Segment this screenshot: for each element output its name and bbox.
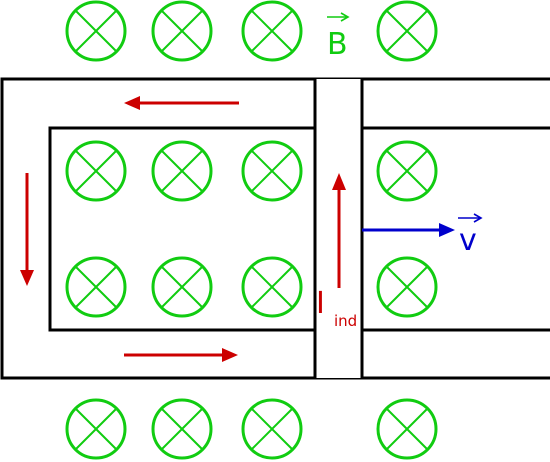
field-into-page-icon — [151, 140, 213, 202]
field-into-page-icon — [151, 256, 213, 318]
field-marker-circle — [151, 256, 213, 318]
field-into-page-icon — [241, 140, 303, 202]
field-marker-circle — [241, 256, 303, 318]
field-into-page-icon — [65, 140, 127, 202]
field-marker-circle — [65, 140, 127, 202]
field-into-page-icon — [376, 398, 438, 460]
field-into-page-icon — [151, 0, 213, 62]
field-marker-cross — [250, 265, 294, 309]
vector-arrow-icon — [458, 213, 483, 223]
field-marker-circle — [65, 0, 127, 62]
field-into-page-icon — [241, 256, 303, 318]
field-into-page-icon — [241, 0, 303, 62]
field-marker-circle — [376, 256, 438, 318]
field-marker-circle — [151, 398, 213, 460]
current-symbol: I — [316, 286, 325, 321]
field-marker-circle — [241, 398, 303, 460]
field-marker-cross — [250, 149, 294, 193]
arrow-icon — [20, 270, 34, 286]
field-marker-cross — [385, 407, 429, 451]
field-into-page-icon — [376, 140, 438, 202]
field-marker-circle — [151, 140, 213, 202]
field-marker-circle — [151, 0, 213, 62]
field-into-page-icon — [65, 256, 127, 318]
field-into-page-icon — [65, 0, 127, 62]
velocity-label: v — [458, 213, 483, 258]
field-symbol: B — [327, 27, 348, 62]
velocity-arrow — [362, 223, 455, 237]
field-marker-circle — [65, 256, 127, 318]
field-marker-cross — [250, 407, 294, 451]
field-marker-cross — [74, 407, 118, 451]
velocity-symbol: v — [459, 223, 477, 258]
field-marker-cross — [160, 265, 204, 309]
current-arrow-top — [124, 96, 239, 110]
outer-rail — [0, 77, 550, 380]
field-marker-circle — [241, 140, 303, 202]
current-arrow-bottom — [124, 348, 238, 362]
current-arrow-left — [20, 173, 34, 286]
field-marker-circle — [376, 140, 438, 202]
field-marker-cross — [385, 9, 429, 53]
field-marker-cross — [160, 149, 204, 193]
field-marker-cross — [160, 407, 204, 451]
current-subscript: ind — [334, 312, 357, 330]
field-into-page-icon — [151, 398, 213, 460]
induced-current-arrows — [20, 96, 346, 362]
arrow-icon — [332, 173, 346, 190]
arrow-icon — [222, 348, 238, 362]
field-into-page-icon — [376, 0, 438, 62]
field-label: B — [327, 12, 350, 62]
magnetic-field-markers — [65, 0, 438, 460]
field-marker-circle — [65, 398, 127, 460]
field-marker-cross — [250, 9, 294, 53]
field-marker-cross — [160, 9, 204, 53]
field-marker-cross — [74, 9, 118, 53]
field-into-page-icon — [65, 398, 127, 460]
field-marker-circle — [241, 0, 303, 62]
field-marker-circle — [376, 398, 438, 460]
current-label: I ind — [316, 286, 357, 330]
inner-rail — [48, 126, 550, 332]
arrow-icon — [124, 96, 140, 110]
conducting-rails — [0, 77, 550, 380]
field-marker-cross — [385, 149, 429, 193]
field-marker-circle — [376, 0, 438, 62]
field-marker-cross — [74, 265, 118, 309]
field-into-page-icon — [241, 398, 303, 460]
field-into-page-icon — [376, 256, 438, 318]
field-marker-cross — [385, 265, 429, 309]
arrow-icon — [439, 223, 455, 237]
field-marker-cross — [74, 149, 118, 193]
current-arrow-rod — [332, 173, 346, 288]
vector-arrow-icon — [327, 12, 350, 22]
